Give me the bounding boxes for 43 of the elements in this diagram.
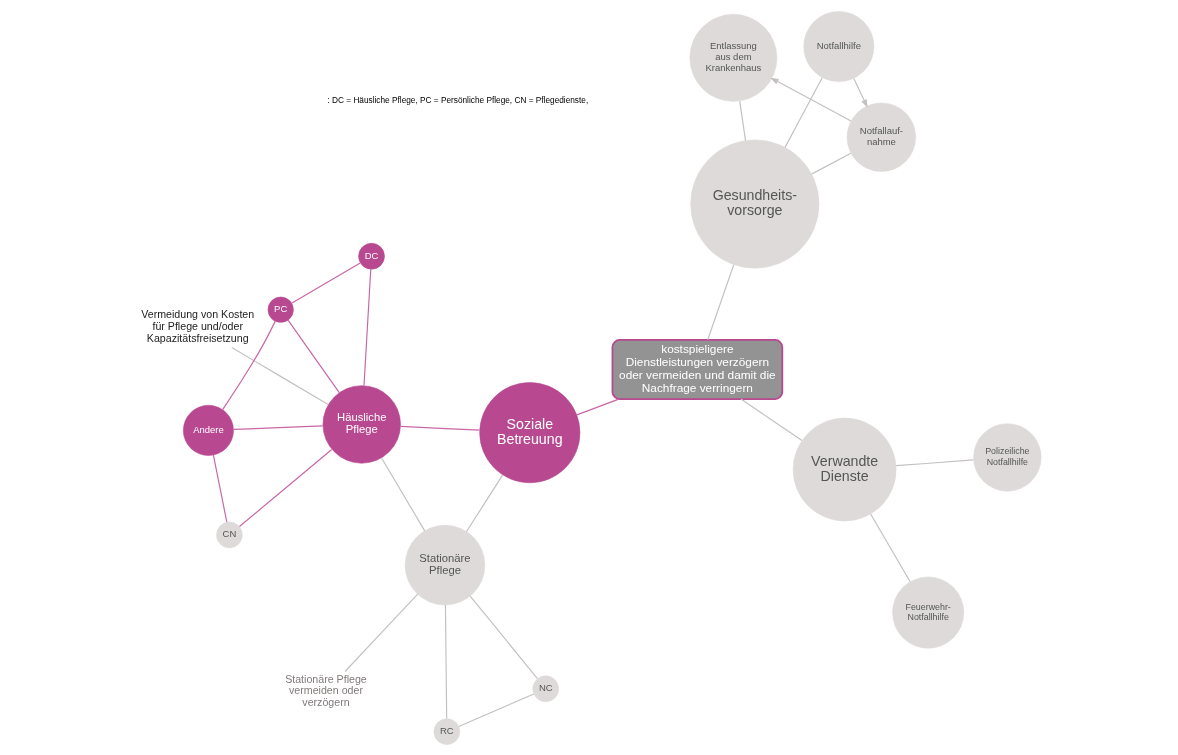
connector: [212, 454, 228, 523]
node-circle: Stationäre Pflege: [404, 524, 486, 605]
connector: [576, 398, 620, 415]
connector: [344, 593, 419, 672]
arrow: [770, 77, 852, 122]
connector: [381, 456, 426, 531]
connector: [231, 346, 329, 405]
node-circle: Häusliche Pflege: [322, 384, 401, 463]
connector: [739, 100, 747, 141]
connector: [465, 474, 504, 532]
connector: [458, 692, 535, 727]
node-text: Vermeidung von Kosten für Pflege und/oder Kapazitätsfreisetzung: [141, 307, 255, 344]
connector: [870, 512, 911, 582]
node-circle: CN: [216, 521, 243, 548]
connector: [811, 152, 852, 175]
connector: [233, 424, 324, 430]
node-circle: Soziale Betreuung: [479, 381, 581, 483]
node-circle: Verwandte Dienste: [792, 417, 897, 521]
arrow: [853, 77, 868, 108]
connector: [291, 261, 361, 304]
connector: [469, 594, 539, 679]
connector: [287, 319, 340, 393]
node-circle: NC: [532, 675, 559, 702]
connector: [238, 448, 333, 527]
connector: [707, 263, 735, 340]
node-circle: DC: [358, 242, 385, 269]
node-circle: PC: [267, 296, 294, 323]
node-circle: Feuerwehr- Notfallhilfe: [892, 576, 965, 648]
node-box: kostspieligere Dienstleistungen verzögern oder vermeiden und damit die Nachfrage verringern: [611, 338, 784, 400]
node-circle: Notfallauf- nahme: [846, 102, 916, 172]
connector: [363, 268, 372, 386]
node-circle: Andere: [183, 404, 234, 456]
connector: [222, 320, 276, 410]
connector: [400, 425, 481, 431]
connector: [740, 398, 803, 441]
connector: [444, 603, 448, 719]
node-circle: Notfallhilfe: [803, 10, 875, 82]
node-text: Stationäre Pflege vermeiden oder verzögern: [285, 672, 367, 708]
connector: [784, 76, 823, 148]
node-circle: Gesundheits- vorsorge: [690, 139, 820, 268]
connector: [895, 458, 974, 466]
node-circle: RC: [433, 717, 461, 745]
node-circle: Polizeiliche Notfallhilfe: [973, 422, 1042, 491]
